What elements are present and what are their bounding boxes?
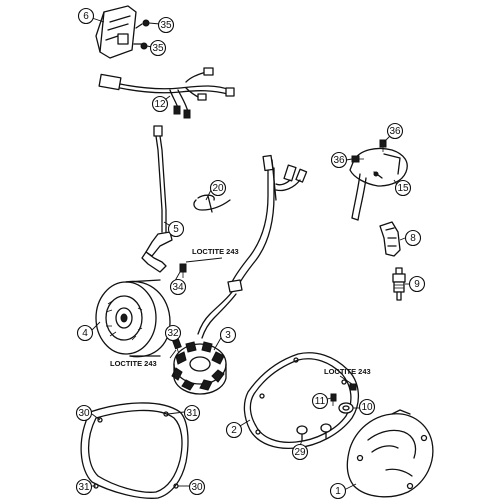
callout-31-top: 31	[183, 404, 201, 422]
callout-label-35: 35	[160, 20, 172, 31]
callout-36-side: 36	[330, 151, 348, 169]
callout-label-3: 3	[225, 330, 231, 341]
screw-34	[179, 263, 187, 278]
callout-label-9: 9	[414, 279, 420, 290]
screw-36-top	[379, 139, 387, 152]
callout-label-30: 30	[78, 408, 90, 419]
callout-label-35: 35	[152, 43, 164, 54]
callout-30-top: 30	[75, 404, 93, 422]
cdi-unit	[95, 5, 143, 59]
callout-29: 29	[291, 443, 309, 461]
screw-35-lower	[140, 42, 153, 50]
spark-plug	[392, 267, 406, 301]
stator	[171, 341, 227, 395]
screw-loctite-right	[349, 383, 357, 391]
callout-label-6: 6	[83, 11, 89, 22]
cable-tie	[193, 194, 231, 213]
ignition-coil	[349, 147, 408, 221]
callout-label-31: 31	[78, 482, 90, 493]
callout-label-10: 10	[361, 402, 373, 413]
generator-cover	[346, 409, 434, 498]
callout-31-bottom: 31	[75, 478, 93, 496]
callout-35-lower: 35	[149, 39, 167, 57]
callout-label-15: 15	[397, 183, 409, 194]
screw-32	[172, 338, 182, 355]
callout-9: 9	[408, 275, 426, 293]
callout-label-32: 32	[167, 328, 179, 339]
callout-label-34: 34	[172, 282, 184, 293]
loctite-note-top: LOCTITE 243	[192, 247, 239, 256]
wiring-harness	[98, 67, 235, 119]
stator-cable	[197, 154, 308, 339]
loctite-note-right: LOCTITE 243	[324, 367, 371, 376]
callout-1: 1	[329, 482, 347, 500]
callout-20: 20	[209, 179, 227, 197]
callout-label-29: 29	[294, 447, 306, 458]
callout-6: 6	[77, 7, 95, 25]
generator-cover-gasket	[243, 352, 359, 450]
callout-2: 2	[225, 421, 243, 439]
callout-label-4: 4	[82, 328, 88, 339]
screw-35-upper	[142, 19, 161, 27]
callout-label-12: 12	[154, 99, 166, 110]
callout-label-36: 36	[389, 126, 401, 137]
callout-label-1: 1	[335, 486, 341, 497]
callout-4: 4	[76, 324, 94, 342]
cover-gasket	[80, 402, 189, 499]
callout-label-2: 2	[231, 425, 237, 436]
callout-8: 8	[404, 229, 422, 247]
callout-label-36: 36	[333, 155, 345, 166]
callout-label-11: 11	[315, 396, 326, 407]
callout-label-5: 5	[173, 224, 179, 235]
spark-plug-cap	[379, 221, 401, 257]
callout-label-31: 31	[186, 408, 198, 419]
screw-11	[330, 393, 337, 406]
callout-11: 11	[311, 392, 329, 410]
dowel-29	[296, 423, 332, 441]
callout-32: 32	[164, 324, 182, 342]
callout-5: 5	[167, 220, 185, 238]
callout-36-top: 36	[386, 122, 404, 140]
callout-35-upper: 35	[157, 16, 175, 34]
callout-30-bottom: 30	[188, 478, 206, 496]
flywheel-rotor	[95, 279, 171, 358]
callout-15: 15	[394, 179, 412, 197]
callout-label-30: 30	[191, 482, 203, 493]
oil-seal-10	[338, 402, 354, 414]
callout-3: 3	[219, 326, 237, 344]
callout-10: 10	[358, 398, 376, 416]
pickup-cable	[141, 125, 173, 273]
callout-12: 12	[151, 95, 169, 113]
callout-label-20: 20	[212, 183, 224, 194]
loctite-note-mid: LOCTITE 243	[110, 359, 157, 368]
callout-label-8: 8	[410, 233, 416, 244]
callout-34: 34	[169, 278, 187, 296]
